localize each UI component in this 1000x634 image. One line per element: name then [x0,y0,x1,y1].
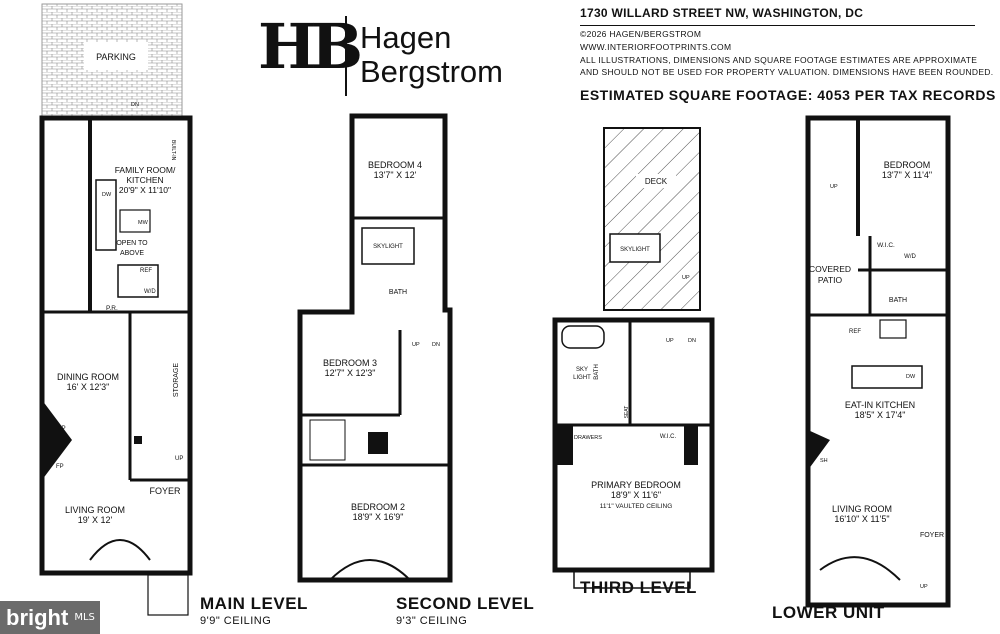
deck-area [603,127,701,311]
eat-in-kitchen-label: EAT-IN KITCHEN [845,400,915,410]
badge-mls: MLS [74,612,95,623]
second-level-title: SECOND LEVEL [396,594,535,613]
skylight-label-2: SKYLIGHT [620,247,650,253]
fp-label-2: FP [56,464,64,470]
deck-label: DECK [645,177,668,186]
foyer-label: FOYER [149,486,181,496]
badge-brand: bright [6,604,69,630]
sky-label: SKY [576,367,588,373]
patio-label: PATIO [818,275,843,285]
fireplace-icon-2 [808,430,830,470]
dining-room-label: DINING ROOM [57,372,119,382]
foyer-label-2: FOYER [920,532,944,539]
second-level-outline [297,113,453,583]
dn-label-3: DN [688,338,696,344]
main-level-plan: PARKING FAMILY ROOM/ KITCHEN 20'9" X 11'… [39,3,193,616]
header-rule [580,25,975,26]
builtin-label: BUILT-IN [170,140,176,161]
bedroom3-label: BEDROOM 3 [323,358,377,368]
lower-bedroom-dimensions: 13'7" X 11'4" [882,170,932,180]
dn-label-2: DN [432,342,440,348]
dn-label: DN [131,102,139,108]
third-level-title: THIRD LEVEL [580,578,697,597]
lower-unit-title: LOWER UNIT [772,603,885,622]
ref-label-2: REF [849,329,861,335]
bedroom2-dimensions: 18'9" X 16'9" [353,512,404,522]
website-text: WWW.INTERIORFOOTPRINTS.COM [580,42,732,52]
bedroom3-dimensions: 12'7" X 12'3" [325,368,376,378]
wic-label: W.I.C. [660,434,677,440]
sh-label: SH [820,458,828,464]
bedroom4-label: BEDROOM 4 [368,160,422,170]
mw-label: MW [138,220,149,226]
main-level-ceiling: 9'9" CEILING [200,615,272,627]
second-level-ceiling: 9'3" CEILING [396,615,468,627]
third-level-plan: DECK SKYLIGHT UP SKY LIGHT BATH SEAT DRA… [552,127,715,589]
wic-label-2: W.I.C. [877,242,895,249]
parking-label: PARKING [96,52,136,62]
powder-room-label: P.R. [106,305,118,312]
main-level-title: MAIN LEVEL [200,594,308,613]
up-label-5: UP [830,184,838,190]
vaulted-ceiling-label: 11'1" VAULTED CEILING [600,503,673,510]
open-to-label: OPEN TO [116,240,148,247]
fp-label-1: FP [58,426,66,432]
logo-mark: HB [258,10,363,83]
lower-bedroom-label: BEDROOM [884,160,931,170]
bright-mls-badge: bright MLS [0,601,100,634]
kitchen-label: KITCHEN [126,175,163,185]
up-label-2: UP [412,342,420,348]
copyright-text: ©2026 HAGEN/BERGSTROM [580,29,702,39]
lower-living-room-label: LIVING ROOM [832,504,892,514]
logo-line-bergstrom: Bergstrom [360,54,503,89]
family-room-label: FAMILY ROOM/ [115,165,176,175]
up-label-4: UP [666,338,674,344]
drawers-label: DRAWERS [574,435,602,441]
third-level-outline [552,317,715,573]
covered-label: COVERED [809,264,851,274]
main-level-outline [39,115,193,576]
up-label-6: UP [920,584,928,590]
bedroom2-label: BEDROOM 2 [351,502,405,512]
bath-label-3: BATH [889,297,907,304]
living-room-dimensions: 19' X 12' [78,515,113,525]
up-label-3: UP [682,275,690,281]
dining-room-dimensions: 16' X 12'3" [67,382,110,392]
living-room-label: LIVING ROOM [65,505,125,515]
dw-label: DW [102,192,112,198]
fireplace-icon [42,400,72,480]
eat-in-kitchen-dimensions: 18'5" X 17'4" [855,410,906,420]
skylight-label: SKYLIGHT [373,244,403,250]
logo-line-hagen: Hagen [360,20,452,55]
wd-label: W/D [144,289,156,295]
disclaimer-line-1: ALL ILLUSTRATIONS, DIMENSIONS AND SQUARE… [580,55,978,65]
lower-living-room-dimensions: 16'10" X 11'5" [834,514,889,524]
bath-label-2: BATH [594,364,600,380]
primary-bedroom-dimensions: 18'9" X 11'6" [611,490,661,500]
logo-divider [345,16,347,96]
seat-label: SEAT [624,406,630,419]
primary-bedroom-label: PRIMARY BEDROOM [591,480,681,490]
disclaimer-line-2: AND SHOULD NOT BE USED FOR PROPERTY VALU… [580,67,994,77]
storage-label: STORAGE [173,363,180,397]
wd-label-2: W/D [904,254,916,260]
lower-unit-plan: BEDROOM 13'7" X 11'4" W.I.C. W/D COVERED… [805,115,951,608]
above-label: ABOVE [120,250,144,257]
dw-label-2: DW [906,374,916,380]
second-level-plan: BEDROOM 4 13'7" X 12' SKYLIGHT BATH UP D… [297,113,453,583]
property-address: 1730 WILLARD STREET NW, WASHINGTON, DC [580,6,864,20]
bath-label: BATH [389,289,407,296]
up-label: UP [175,456,183,462]
square-footage-estimate: ESTIMATED SQUARE FOOTAGE: 4053 PER TAX R… [580,87,996,103]
bedroom4-dimensions: 13'7" X 12' [374,170,417,180]
light-label: LIGHT [573,375,591,381]
ref-label: REF [140,268,152,274]
family-room-dimensions: 20'9" X 11'10" [119,185,171,195]
